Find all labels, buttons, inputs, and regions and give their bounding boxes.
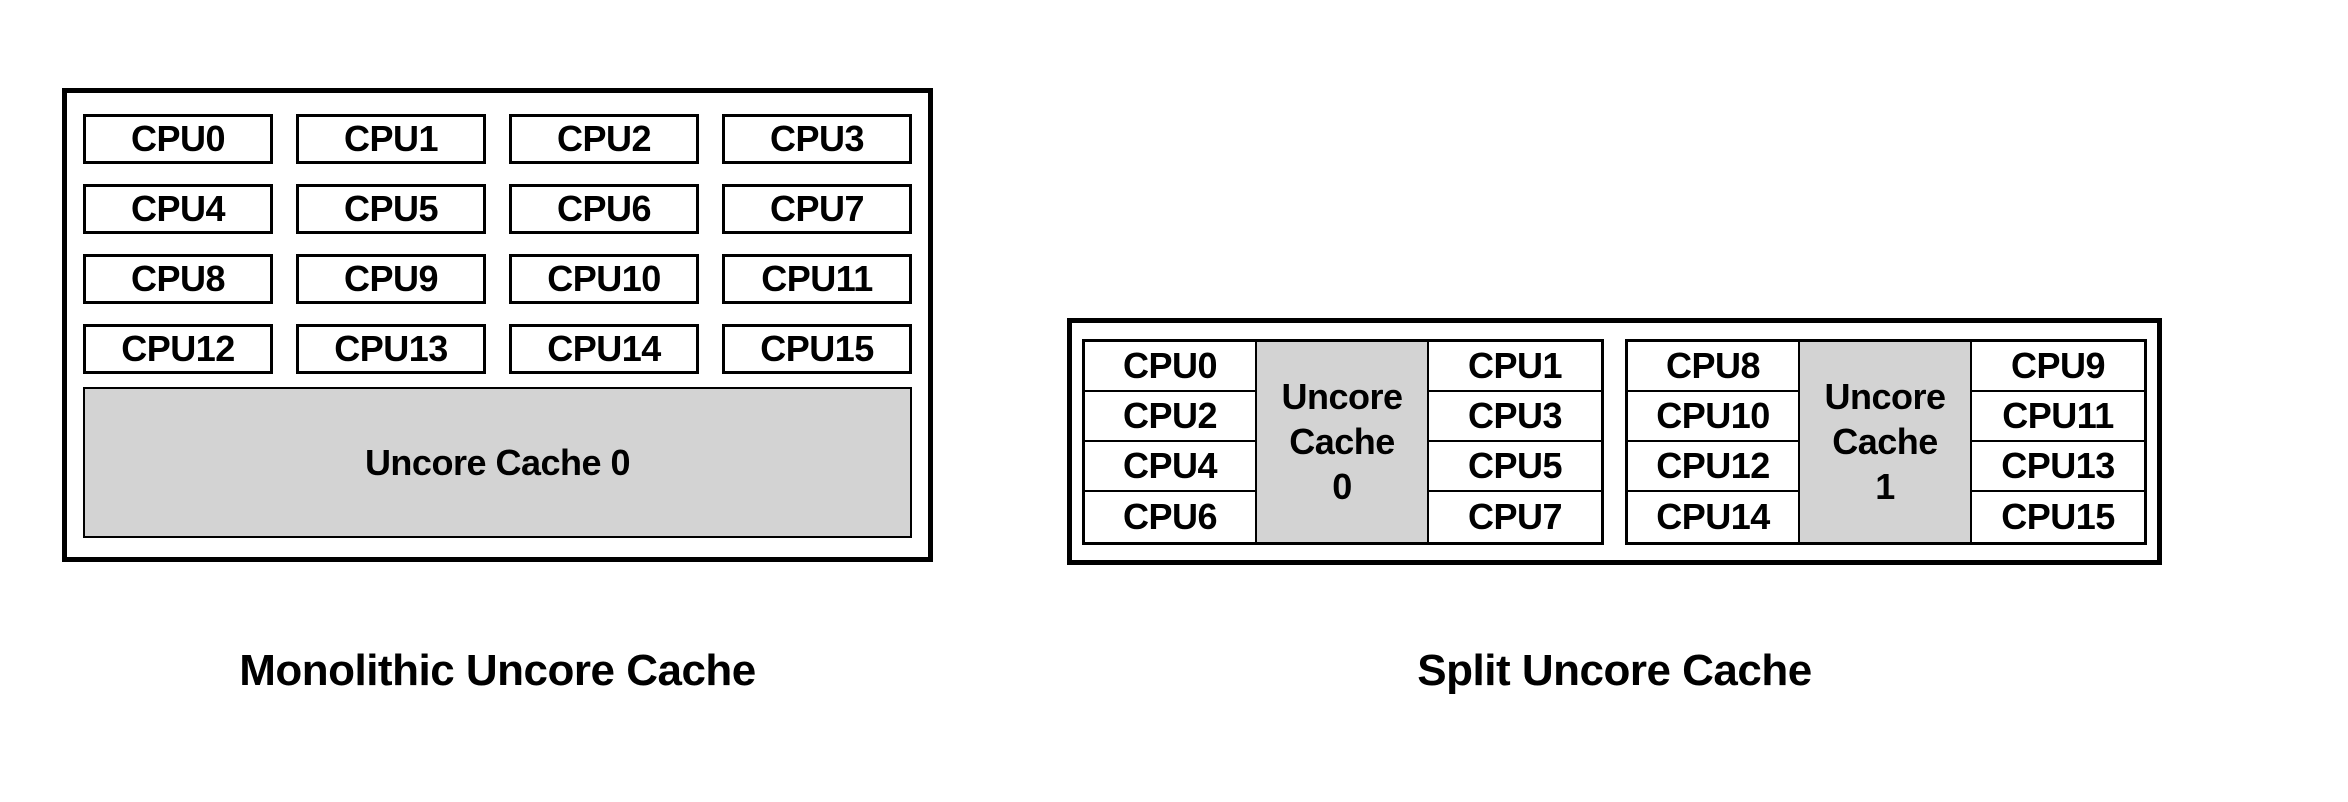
cpu-box: CPU7 [722,184,912,234]
cpu-box: CPU3 [722,114,912,164]
cpu-box: CPU6 [509,184,699,234]
cache-line: Uncore [1281,376,1403,417]
split-diagram: CPU0 CPU2 CPU4 CPU6 Uncore Cache 0 CPU1 … [1067,318,2162,565]
cpu-cell: CPU13 [1972,441,2144,492]
cpu-box: CPU5 [296,184,486,234]
split-caption: Split Uncore Cache [1417,646,1812,695]
cpu-box: CPU2 [509,114,699,164]
cpu-box: CPU0 [83,114,273,164]
cpu-cell: CPU0 [1085,341,1257,392]
cpu-box: CPU1 [296,114,486,164]
cpu-cell: CPU5 [1429,441,1601,492]
cache-line: 0 [1332,466,1352,507]
cpu-cell: CPU2 [1085,391,1257,442]
cache-line: Cache [1832,421,1938,462]
cpu-box: CPU8 [83,254,273,304]
cpu-box: CPU15 [722,324,912,374]
cpu-cell: CPU1 [1429,341,1601,392]
split-cluster-1: CPU8 CPU10 CPU12 CPU14 Uncore Cache 1 CP… [1625,338,2147,545]
cpu-box: CPU14 [509,324,699,374]
cache-line: 1 [1875,466,1895,507]
cpu-box: CPU12 [83,324,273,374]
cache-line: Cache [1289,421,1395,462]
cpu-cell: CPU8 [1628,341,1800,392]
cpu-cell: CPU12 [1628,441,1800,492]
cpu-box: CPU11 [722,254,912,304]
cpu-box: CPU9 [296,254,486,304]
cpu-cell: CPU14 [1628,491,1800,542]
monolithic-diagram: CPU0 CPU1 CPU2 CPU3 CPU4 CPU5 CPU6 CPU7 … [62,88,933,562]
cpu-box: CPU4 [83,184,273,234]
uncore-cache-0-cell: Uncore Cache 0 [1257,341,1429,542]
cpu-cell: CPU15 [1972,491,2144,542]
cpu-cell: CPU9 [1972,341,2144,392]
uncore-cache-0-bar: Uncore Cache 0 [83,387,912,538]
split-cluster-0: CPU0 CPU2 CPU4 CPU6 Uncore Cache 0 CPU1 … [1082,338,1604,545]
cpu-box: CPU10 [509,254,699,304]
uncore-cache-1-cell: Uncore Cache 1 [1800,341,1972,542]
cpu-cell: CPU7 [1429,491,1601,542]
cpu-cell: CPU3 [1429,391,1601,442]
cpu-cell: CPU10 [1628,391,1800,442]
monolithic-caption: Monolithic Uncore Cache [239,646,756,695]
cpu-box: CPU13 [296,324,486,374]
monolithic-cpu-grid: CPU0 CPU1 CPU2 CPU3 CPU4 CPU5 CPU6 CPU7 … [83,114,912,374]
cpu-cell: CPU4 [1085,441,1257,492]
cpu-cell: CPU6 [1085,491,1257,542]
cache-line: Uncore [1824,376,1946,417]
cpu-cell: CPU11 [1972,391,2144,442]
